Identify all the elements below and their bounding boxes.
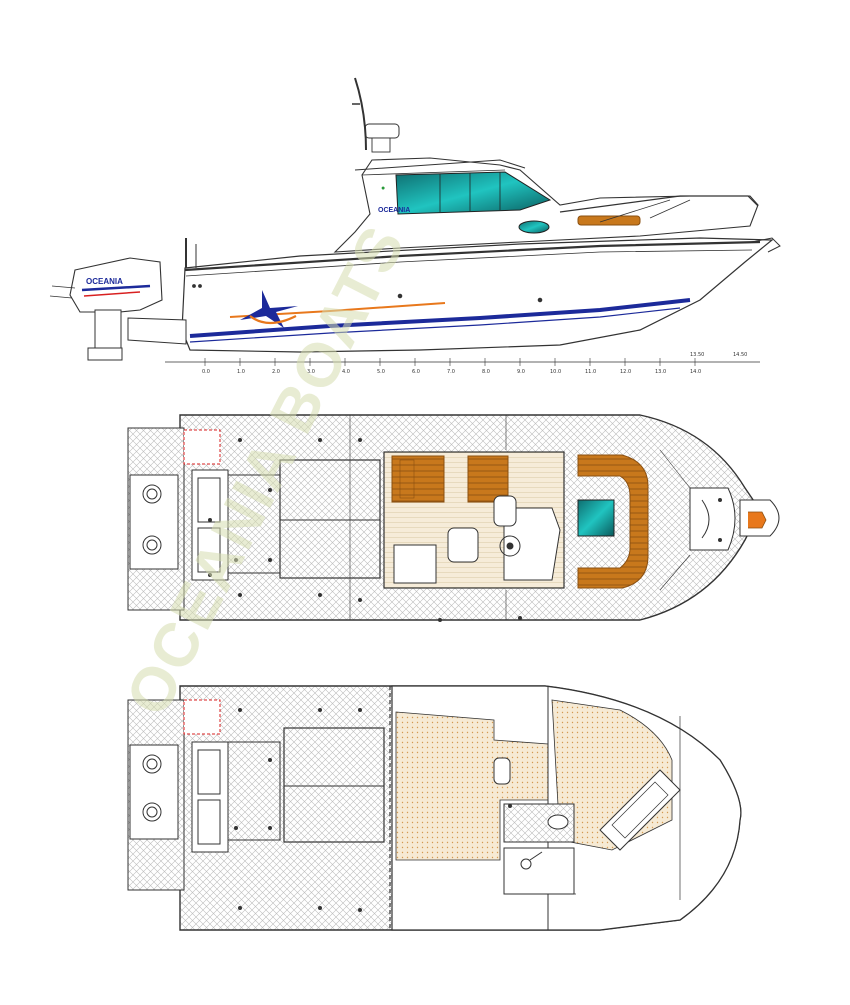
ruler-tick-13: 13.0 [655,369,666,375]
bow-rail [559,195,759,213]
ruler-tick-11: 11.0 [585,369,596,375]
deck-plan [127,414,780,622]
ruler-tick-4: 4.0 [342,369,350,375]
svg-text:●: ● [381,185,385,192]
cockpit-hatch-2 [279,459,381,579]
cabin-window [395,171,552,215]
antenna-mast [354,77,367,151]
ruler-tick-10: 10.0 [550,369,561,375]
transom-hatch-4 [142,802,162,822]
aft-seat-cushion [391,455,445,503]
dinette-seat [493,757,511,785]
hull-brand-label: OCEANIA [378,207,410,214]
rub-rail-lower [185,249,753,277]
ruler-tick-6: 6.0 [412,369,420,375]
rub-rail [184,240,761,272]
ruler-note-b: 14.50 [733,352,747,358]
transom-hatch-1 [142,484,162,504]
ruler-tick-2: 2.0 [272,369,280,375]
engine-brand-label: OCEANIA [86,277,123,286]
ruler-tick-12: 12.0 [620,369,631,375]
ruler-tick-1: 1.0 [237,369,245,375]
swim-platform [127,317,187,345]
stripe-blue-thin [189,307,681,343]
foredeck-cushion [577,215,641,226]
helm-seat-cushion [467,455,509,503]
hull [181,237,774,353]
cabin-layout [127,685,742,931]
deck-fittings [208,438,722,622]
steering-wheel [499,535,521,557]
toilet-icon [547,814,569,830]
cabin-fittings [234,708,512,912]
ruler-tick-0: 0.0 [202,369,210,375]
anchor-locker [689,487,736,551]
ruler-tick-9: 9.0 [517,369,525,375]
anchor-icon [751,237,781,253]
outboard-engine: OCEANIA [49,257,163,361]
ruler-tick-3: 3.0 [307,369,315,375]
ruler-tick-8: 8.0 [482,369,490,375]
sink-icon [520,858,532,870]
radar-dome [364,123,400,139]
ruler-tick-14: 14.0 [690,369,701,375]
side-porthole [518,220,550,234]
helm-console [503,507,561,581]
ruler-tick-7: 7.0 [447,369,455,375]
stripe-blue [189,298,691,338]
ruler-note-a: 13.50 [690,352,704,358]
logo-mark-icon [240,290,298,328]
ruler-tick-5: 5.0 [377,369,385,375]
forward-hatch [577,499,615,537]
helm-seat [447,527,479,563]
ruler-ticks [204,358,696,366]
forward-v-berth [577,454,649,589]
galley [503,847,575,895]
transom-hatch-2 [142,535,162,555]
transom-hatch-3 [142,754,162,774]
side-elevation: 0.0 1.0 2.0 3.0 4.0 5.0 6.0 7.0 8.0 9.0 … [49,77,781,375]
